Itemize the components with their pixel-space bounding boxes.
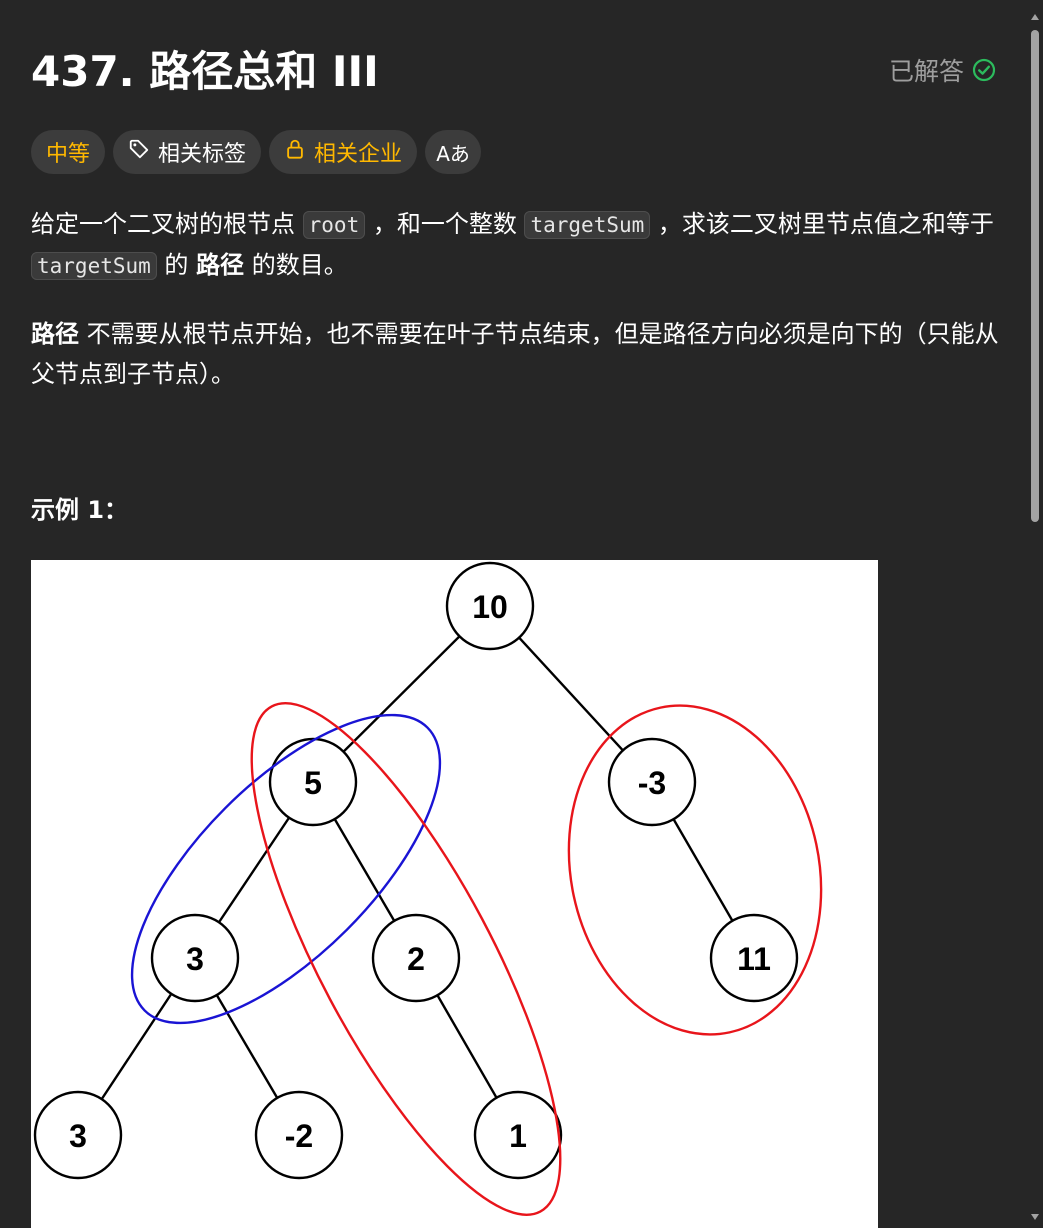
text: 的数目。 <box>244 251 348 279</box>
tag-icon <box>128 138 150 166</box>
node-label: 11 <box>737 941 771 977</box>
tree-node <box>607 737 697 827</box>
example-1-tree-image: 10 5 -3 3 2 11 3 -2 1 <box>31 560 878 1228</box>
text: ，和一个整数 <box>365 210 525 238</box>
scroll-up-arrow-icon[interactable] <box>1029 8 1041 20</box>
code-root: root <box>302 211 366 239</box>
tree-node <box>33 1090 123 1180</box>
scroll-down-arrow-icon[interactable] <box>1029 1208 1041 1220</box>
highlight-path-red-left <box>250 702 562 1216</box>
text: 不需要从根节点开始，也不需要在叶子节点结束，但是路径方向必须是向下的（只能从父节… <box>31 320 999 388</box>
text: ，求该二叉树里节点值之和等于 <box>650 210 994 238</box>
tree-node <box>709 913 799 1003</box>
tree-node <box>254 1090 344 1180</box>
code-targetsum: targetSum <box>524 211 651 239</box>
solved-label: 已解答 <box>888 57 964 86</box>
node-label: 10 <box>472 589 508 625</box>
highlight-path-red-right <box>567 704 823 1036</box>
tree-node <box>445 561 535 651</box>
related-tags-button[interactable]: 相关标签 <box>113 130 262 174</box>
bold-path: 路径 <box>31 320 79 348</box>
translate-icon: Aあ <box>436 141 470 166</box>
related-tags-label: 相关标签 <box>158 142 247 167</box>
description-paragraph-1: 给定一个二叉树的根节点 root ，和一个整数 targetSum ，求该二叉树… <box>31 204 999 286</box>
lock-icon <box>284 138 306 166</box>
node-labels: 10 5 -3 3 2 11 3 -2 1 <box>69 589 771 1154</box>
tree-node <box>371 913 461 1003</box>
node-label: 1 <box>509 1118 527 1154</box>
problem-tags: 中等 相关标签 相关企业 Aあ <box>31 130 482 174</box>
translate-button[interactable]: Aあ <box>425 130 482 174</box>
problem-description: 给定一个二叉树的根节点 root ，和一个整数 targetSum ，求该二叉树… <box>31 204 999 394</box>
example-1-label: 示例 1： <box>31 496 129 524</box>
related-companies-label: 相关企业 <box>314 142 403 167</box>
tree-nodes <box>33 561 799 1180</box>
path-highlights <box>130 702 823 1216</box>
difficulty-label: 中等 <box>46 142 91 167</box>
code-targetsum: targetSum <box>31 252 157 280</box>
related-companies-button[interactable]: 相关企业 <box>269 130 418 174</box>
text: 给定一个二叉树的根节点 <box>31 210 303 238</box>
description-paragraph-2: 路径 不需要从根节点开始，也不需要在叶子节点结束，但是路径方向必须是向下的（只能… <box>31 314 999 394</box>
solved-status: 已解答 <box>889 54 996 86</box>
text: 的 <box>156 251 197 279</box>
node-label: 5 <box>304 765 322 801</box>
node-label: 3 <box>186 941 204 977</box>
bold-path: 路径 <box>196 251 245 279</box>
tree-node <box>268 737 358 827</box>
scrollbar-thumb[interactable] <box>1031 30 1039 522</box>
highlight-path-blue <box>130 713 442 1025</box>
difficulty-badge: 中等 <box>31 130 106 174</box>
tree-node <box>473 1090 563 1180</box>
vertical-scrollbar[interactable] <box>1027 0 1043 1228</box>
title-row: 437. 路径总和 III 已解答 <box>31 44 996 100</box>
problem-title[interactable]: 437. 路径总和 III <box>31 47 379 96</box>
check-circle-icon <box>972 58 996 82</box>
node-label: 3 <box>69 1118 87 1154</box>
node-label: -3 <box>638 765 666 801</box>
tree-edges <box>76 605 756 1136</box>
node-label: 2 <box>407 941 425 977</box>
tree-node <box>150 913 240 1003</box>
node-label: -2 <box>285 1118 313 1154</box>
